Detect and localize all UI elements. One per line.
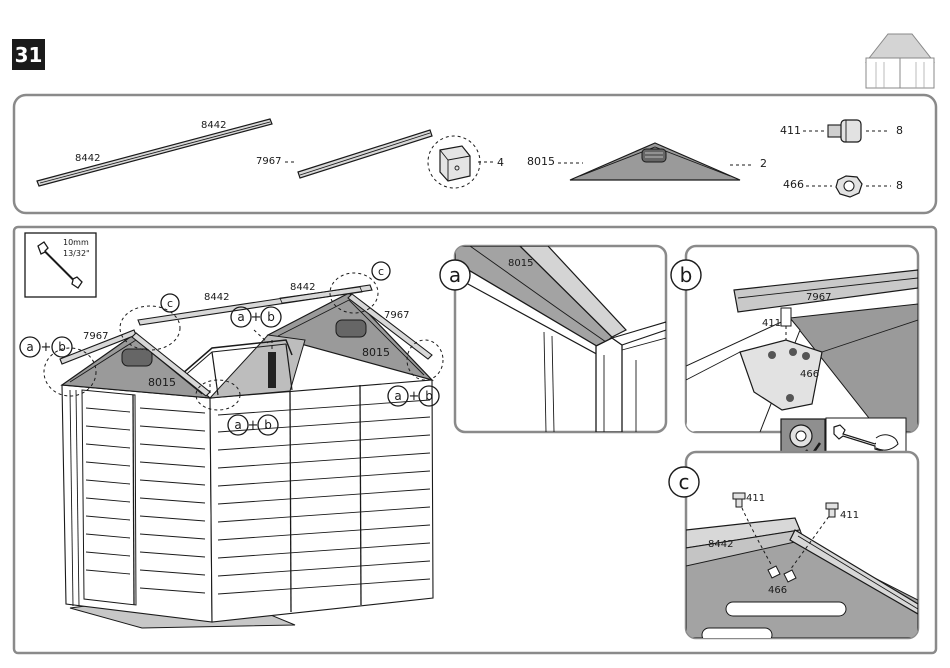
- part-rail-7967-label: 7967: [256, 156, 281, 167]
- svg-text:c: c: [679, 470, 690, 494]
- main-rail-7967-left: 7967: [83, 331, 108, 342]
- svg-text:b: b: [680, 263, 693, 287]
- detail-c-badge: c: [669, 467, 699, 497]
- detail-c-bolt-left-label: 411: [746, 493, 765, 504]
- svg-text:c: c: [167, 297, 173, 310]
- detail-b-rail-label: 7967: [806, 292, 831, 303]
- svg-text:a: a: [449, 263, 461, 287]
- svg-text:a: a: [26, 340, 33, 354]
- svg-text:c: c: [378, 265, 384, 278]
- main-rail-8442-back-left: 8442: [204, 292, 229, 303]
- svg-text:+: +: [251, 310, 262, 325]
- svg-text:a: a: [394, 389, 401, 403]
- part-rail-label-top: 8442: [201, 120, 226, 131]
- svg-text:a: a: [234, 418, 241, 432]
- svg-text:a: a: [237, 310, 244, 324]
- nut-qty: 8: [896, 179, 903, 192]
- bolt-qty: 8: [896, 124, 903, 137]
- shed-thumbnail-icon: [866, 34, 934, 88]
- main-rail-7967-right: 7967: [384, 310, 409, 321]
- nut-icon: [836, 176, 862, 197]
- gable-qty: 2: [760, 157, 767, 170]
- detail-b-badge: b: [671, 260, 701, 290]
- svg-text:b: b: [58, 340, 66, 354]
- detail-a-label: 8015: [508, 258, 533, 269]
- svg-text:+: +: [248, 418, 259, 433]
- tool-size-mm: 10mm: [63, 238, 89, 247]
- svg-text:b: b: [264, 418, 272, 432]
- bracket-icon: [440, 146, 470, 181]
- detail-c-rail-label: 8442: [708, 539, 733, 550]
- svg-text:b: b: [267, 310, 275, 324]
- detail-c-nut-label: 466: [768, 585, 787, 596]
- tool-size-in: 13/32": [63, 249, 90, 258]
- main-rail-8442-back-right: 8442: [290, 282, 315, 293]
- part-rail-label-left: 8442: [75, 153, 100, 164]
- main-gable-8015-right: 8015: [362, 346, 390, 359]
- bolt-label: 411: [780, 124, 801, 137]
- nut-label: 466: [783, 178, 804, 191]
- detail-a-badge: a: [440, 260, 470, 290]
- detail-b-nut-label: 466: [800, 369, 819, 380]
- svg-text:+: +: [409, 389, 420, 404]
- step-number: 31: [15, 43, 43, 67]
- svg-text:+: +: [41, 340, 52, 355]
- detail-b-bolt-label: 411: [762, 318, 781, 329]
- step-badge: 31: [12, 39, 45, 70]
- detail-c-bolt-right-label: 411: [840, 510, 859, 521]
- gable-part-label: 8015: [527, 155, 555, 168]
- svg-text:b: b: [425, 389, 433, 403]
- main-gable-8015-left: 8015: [148, 376, 176, 389]
- bracket-qty: 4: [497, 156, 504, 169]
